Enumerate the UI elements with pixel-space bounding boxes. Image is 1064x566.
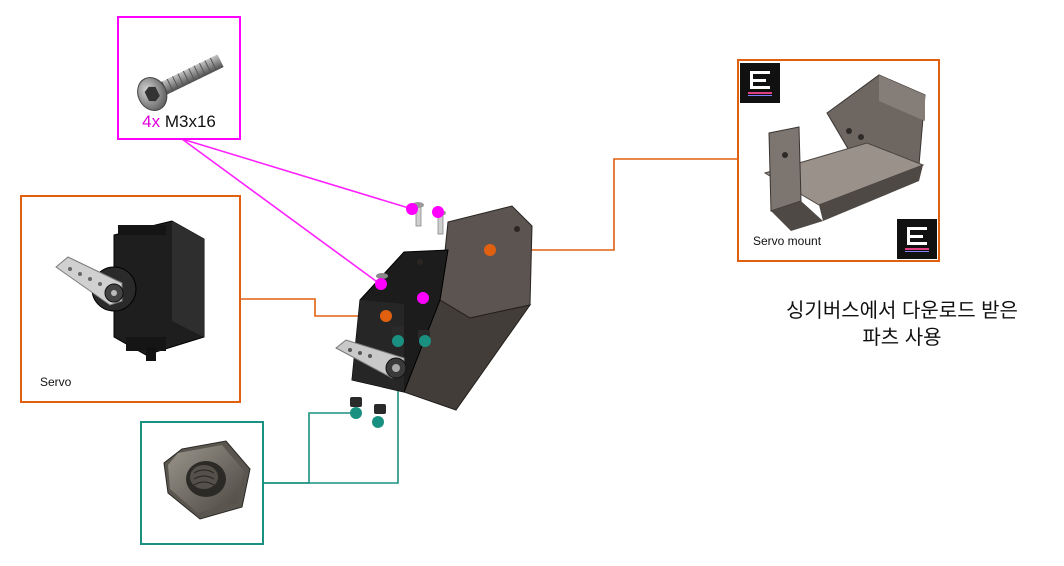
- screw-spec: M3x16: [164, 112, 216, 131]
- thingiverse-logo-icon: [740, 63, 780, 103]
- note-line-1: 싱기버스에서 다운로드 받은: [786, 300, 1018, 322]
- servo-mount-label: Servo mount: [753, 234, 822, 248]
- printed-part-callout-dots: [380, 244, 496, 322]
- servo-label: Servo: [40, 375, 72, 389]
- servo-callout-box: Servo: [20, 195, 241, 403]
- servo-render-icon: [55, 220, 205, 361]
- screw-callout-box: 4x M3x16: [117, 16, 241, 140]
- download-note: 싱기버스에서 다운로드 받은 파츠 사용: [752, 298, 1052, 352]
- button-head-screw-icon: [137, 54, 224, 111]
- servo-mount-callout-box: Servo mount: [737, 59, 940, 262]
- hex-nut-icon: [163, 440, 251, 520]
- note-line-2: 파츠 사용: [862, 327, 942, 349]
- central-assembly: [335, 202, 533, 414]
- thingiverse-logo-icon: [897, 219, 937, 259]
- screw-quantity: 4x: [142, 112, 161, 131]
- printed-part-leader-lines: [241, 158, 737, 317]
- screw-callout-dots: [375, 203, 444, 304]
- nut-callout-box: [140, 421, 264, 545]
- screw-leader-lines: [181, 138, 413, 285]
- screw-spec-label: 4x M3x16: [119, 112, 239, 132]
- servo-mount-render-icon: [763, 74, 926, 231]
- nut-callout-dots: [350, 335, 431, 428]
